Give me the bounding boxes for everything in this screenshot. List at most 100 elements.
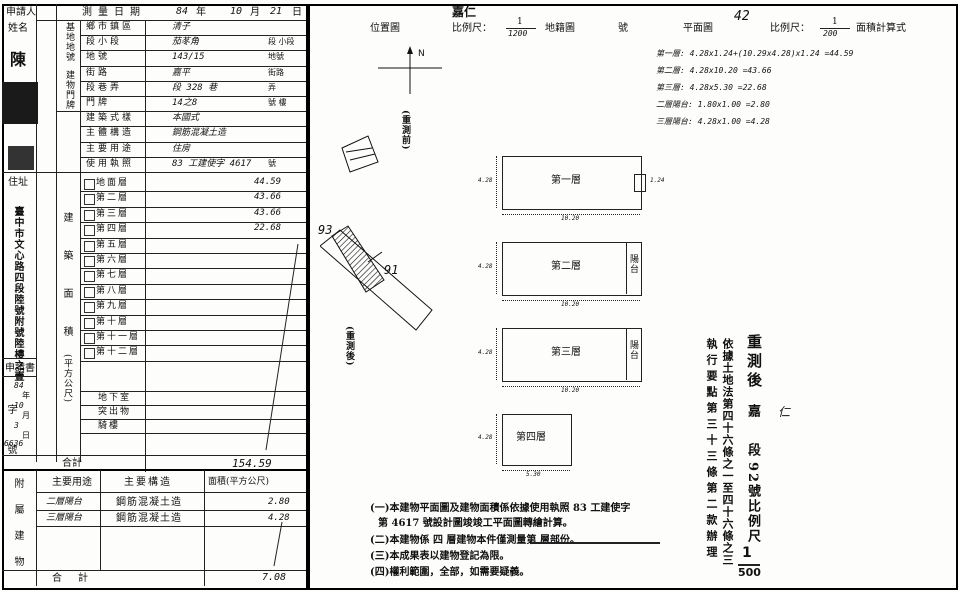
floor-plan-label: 平面圖 — [683, 23, 713, 34]
floor-plan-label: 第一層 — [551, 175, 581, 186]
attr-value: 83 工建使字 4617 — [172, 158, 252, 169]
plan-scale-den: 200 — [823, 29, 838, 38]
plan-height-dim: 4.28 — [478, 263, 493, 270]
parcel-strip — [320, 225, 433, 331]
plan-side-note: 陽台 — [628, 340, 638, 360]
calc-line: 第一層: 4.28x1.24+(10.29x4.28)x1.24 =44.59 — [656, 49, 854, 58]
date-number: 3 — [14, 421, 19, 430]
attr-value: 14之8 — [172, 98, 198, 108]
attached-struct: 鋼筋混凝土造 — [116, 497, 182, 508]
attached-use: 二層陽台 — [46, 497, 83, 507]
attr-unit: 弄 — [268, 82, 276, 92]
remark-line: (二)本建物係 四 層建物本件僅測量第 層部份。 — [370, 535, 580, 546]
vertical-scale-num: 1 — [742, 545, 752, 561]
road-after-resurvey: (重測後) — [344, 326, 354, 367]
floor-check-box — [84, 209, 95, 221]
area-section-label: 建築面積 — [61, 212, 72, 364]
attached-use: 三層陽台 — [46, 513, 83, 523]
floor-plan-label: 第四層 — [516, 432, 546, 443]
attached-struct: 鋼筋混凝土造 — [116, 513, 182, 524]
floor-check-box — [84, 302, 95, 314]
note-law-article: 執行要點第三十三條第二款辦理 — [705, 338, 718, 562]
floor-check-box — [84, 333, 95, 344]
floor-check-box — [84, 179, 95, 190]
floor-name: 第十層 — [96, 316, 130, 327]
address-value: 臺中市文心路四段陸號附號陸樓之壹 — [12, 206, 23, 382]
applicant-label: 申請人 — [6, 7, 36, 18]
attached-total-label: 合計 — [52, 573, 104, 584]
lot-number-a: 93 — [318, 223, 333, 237]
area-unit-label: (平方公尺) — [62, 354, 72, 404]
total-value: 154.59 — [232, 457, 272, 470]
plan-number: 42 — [734, 9, 750, 24]
building-no-label: 建物門牌 — [64, 70, 74, 110]
attr-label: 段巷弄 — [86, 82, 123, 93]
remark-line: 第 4617 號設計圖竣竣工平面圖轉繪計算。 — [378, 518, 573, 529]
attr-unit: 地號 — [268, 52, 284, 62]
attr-label: 地號 — [86, 52, 111, 63]
floor-plan-label: 第三層 — [551, 347, 581, 358]
cadastral-map-suffix: 號 — [618, 23, 628, 34]
plan-scale-label: 比例尺： — [770, 23, 810, 34]
attached-side-label: 附屬建物 — [12, 478, 23, 582]
floor-name: 第四層 — [96, 224, 130, 235]
note-section-name: 仁 — [778, 405, 791, 419]
seq-value: 6636 — [4, 439, 24, 448]
attr-label: 鄉市鎮區 — [86, 22, 135, 32]
floor-name: 第二層 — [96, 193, 130, 204]
area-calc-label: 面積計算式 — [856, 23, 906, 34]
location-map-label: 位置圖 — [370, 23, 400, 34]
left-form-frame — [2, 4, 310, 590]
floor-plan-outline — [502, 328, 642, 382]
attr-label: 建築式樣 — [86, 113, 135, 124]
location-scale-num: 1 — [517, 17, 523, 27]
attached-header-use: 主要用途 — [52, 477, 92, 488]
floor-name: 第六層 — [96, 255, 130, 265]
location-sketch — [320, 46, 442, 331]
attr-value: 143/15 — [172, 52, 205, 63]
floor-check-box — [84, 286, 95, 298]
floor-area: 43.66 — [254, 207, 282, 218]
void-strike-line — [265, 243, 299, 451]
attached-total-value: 7.08 — [262, 572, 287, 583]
date-label: 申請書 — [5, 363, 35, 374]
seal-stamp-small — [8, 146, 34, 170]
attr-value: 住房 — [172, 143, 191, 154]
extra-row-label: 地下室 — [98, 392, 132, 403]
lot-number-b: 91 — [384, 263, 399, 277]
floor-name: 第十一層 — [96, 332, 141, 342]
applicant-name: 陳 — [10, 50, 27, 69]
plan-scale-num: 1 — [832, 17, 838, 27]
remark-line: (一)本建物平面圖及建物面積係依據使用執照 83 工建使字 — [370, 503, 631, 514]
floor-name: 第八層 — [96, 285, 130, 296]
floor-plan-outline — [502, 242, 642, 296]
attached-header-struct: 主要構造 — [124, 477, 172, 488]
attr-label: 門牌 — [86, 98, 111, 108]
site-label: 基地地號 — [64, 22, 74, 62]
road-before-resurvey: (重測前) — [400, 110, 410, 151]
date-number: 10 — [14, 401, 24, 410]
date-unit: 年 — [22, 391, 30, 400]
remark-strike — [530, 542, 660, 544]
plan-width-dim: 5.30 — [526, 471, 541, 478]
drawing-frame — [306, 4, 958, 590]
attr-unit: 號 樓 — [268, 98, 287, 107]
floor-area: 44.59 — [254, 177, 282, 187]
note-scale-label: 92號比例尺 — [745, 462, 760, 545]
attr-value: 本國式 — [172, 113, 200, 124]
floor-name: 第三層 — [96, 208, 130, 219]
attr-label: 段小段 — [86, 37, 123, 48]
north-label: N — [418, 49, 425, 59]
floor-name: 地面層 — [96, 178, 130, 188]
remark-line: (三)本成果表以建物登記為限。 — [370, 551, 510, 562]
plan-width-dim: 10.20 — [561, 387, 580, 394]
attached-area: 2.80 — [268, 497, 290, 507]
attached-strike-line — [273, 521, 283, 567]
survey-date-header: 測量日期 — [82, 7, 146, 18]
date-unit: 月 — [22, 411, 30, 420]
floor-name: 第十二層 — [96, 347, 141, 358]
plan-width-dim: 10.20 — [561, 215, 580, 222]
plan-width-dim: 10.20 — [561, 301, 580, 308]
parcel-top — [341, 135, 379, 173]
floor-check-box — [84, 317, 95, 329]
